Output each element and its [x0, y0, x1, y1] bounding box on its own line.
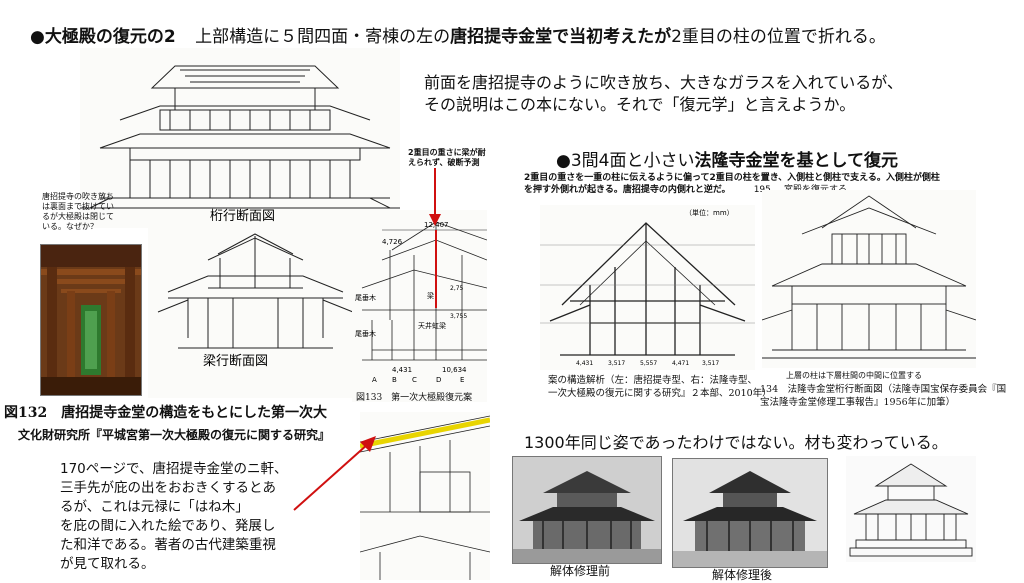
structural-analysis-drawing: （単位：mm） 4,431 3,517 5,557 4,471 3,517 [540, 208, 755, 367]
col-d: D [436, 376, 441, 384]
beam-note-line-1: 2重目の重さに梁が耐 [408, 148, 486, 157]
fig132-caption-2: 文化財研究所『平城宮第一次大極殿の復元に関する研究』 [18, 428, 331, 442]
fig134-subnote: 上層の柱は下層柱間の中間に位置する [786, 371, 922, 380]
right-note: 前面を唐招提寺のように吹き放ち、大きなガラスを入れているが、 その説明はこの本に… [424, 72, 903, 116]
left-bottom-note: 170ページで、唐招提寺金堂のニ軒、 三手先が庇の出をおおきくするとあ るが、こ… [60, 460, 287, 574]
horyuji-heading: ●3間4面と小さい法隆寺金堂を基として復元 [556, 146, 898, 171]
lbn-line-3: るが、これは元禄に「はね木」 [60, 499, 249, 515]
label-obi: 尾垂木 [355, 293, 376, 302]
dim-d4: 3,755 [450, 313, 467, 320]
title-plain-1: 上部構造に５間四面・寄棟の左の [195, 27, 451, 47]
horyuji-desc-line-2: を押す外側れが起きる。唐招提寺の内側れと逆だ。 [524, 185, 731, 195]
lbn-line-4: を庇の間に入れた絵であり、発展し [60, 518, 276, 534]
photo-note-line-2: は裏面まで抜けてい [42, 202, 114, 211]
fig133-drawing: 12,407 4,726 2,75 3,755 尾垂木 梁 天井虹梁 尾垂木 4… [355, 221, 487, 384]
caption-after: 解体修理後 [712, 568, 773, 582]
horyuji-illustration [846, 456, 976, 562]
fig134-caption-2: 宝法隆寺金堂修理工事報告』1956年に加筆） [760, 397, 956, 408]
lbn-line-1: 170ページで、唐招提寺金堂のニ軒、 [60, 461, 288, 477]
label-ketayuki: 桁行断面図 [210, 209, 275, 224]
dim-d2: 10,634 [442, 366, 467, 374]
lbn-line-2: 三手先が庇の出をおおきくするとあ [60, 480, 276, 496]
horyuji-heading-bold: 法隆寺金堂を基として復元 [694, 151, 898, 171]
label-obi2: 尾垂木 [355, 329, 376, 338]
col-c: C [412, 376, 417, 384]
horyuji-illustration-drawing [846, 456, 976, 562]
dim-top: 12,407 [424, 221, 449, 229]
photo-note-line-3: るが大極殿は閉じて [42, 212, 114, 221]
horyuji-bullet: ● [556, 151, 571, 171]
lbn-line-6: が見て取れる。 [60, 556, 155, 572]
col-a: A [372, 376, 377, 384]
title-plain-2: 2重目の柱の位置で折れる。 [671, 27, 886, 47]
photo-note-line-1: 唐招提寺の吹き放ち [42, 192, 114, 201]
ketayuki-section-figure: 桁行断面図 [80, 48, 400, 228]
rdim-2: 5,557 [640, 360, 657, 367]
unit-label: （単位：mm） [685, 208, 734, 217]
hariyuki-section-figure: 梁行断面図 [148, 228, 363, 398]
rdim-1: 3,517 [608, 360, 625, 367]
beam-note: 2重目の重さに梁が耐 えられず、破断予測 [408, 148, 486, 168]
photo-before-drawing [513, 457, 661, 563]
photo-after-drawing [673, 459, 827, 567]
structural-analysis-figure: （単位：mm） 4,431 3,517 5,557 4,471 3,517 [540, 205, 755, 370]
rdim-4: 3,517 [702, 360, 719, 367]
slide-title: ●大極殿の復元の2 上部構造に５間四面・寄棟の左の唐招提寺金堂で当初考えたが2重… [30, 22, 886, 47]
hariyuki-drawing: 梁行断面図 [157, 233, 354, 369]
photo-after-repair [672, 458, 828, 568]
photo-note-line-4: いる。なぜか？ [42, 222, 98, 231]
fig132-caption-1: 図132 唐招提寺金堂の構造をもとにした第一次大 [4, 405, 327, 421]
dim-d1: 4,431 [392, 366, 412, 374]
title-bold-2: 唐招提寺金堂で当初考えたが [450, 27, 672, 47]
corridor-photo-drawing [41, 245, 141, 395]
fig134-caption: 134 法隆寺金堂桁行断面図（法隆寺国宝保存委員会『国 宝法隆寺金堂修理工事報告… [760, 383, 1006, 409]
horyuji-section-drawing [762, 195, 976, 359]
horyuji-desc-line-1: 2重目の重さを一重の柱に伝えるように偏って2重目の柱を置き、入側柱と側柱で支える… [524, 173, 940, 183]
col-e: E [460, 376, 464, 384]
title-bold-1: 大極殿の復元の2 [44, 27, 176, 47]
right-note-line-1: 前面を唐招提寺のように吹き放ち、大きなガラスを入れているが、 [424, 73, 903, 92]
bottom-note: 1300年同じ姿であったわけではない。材も変わっている。 [524, 433, 948, 452]
horyuji-section-figure [762, 190, 976, 368]
fig-mid-caption-2: 一次大極殿の復元に関する研究』２本部、2010年） [548, 388, 772, 399]
ketayuki-drawing: 桁行断面図 [80, 65, 400, 224]
col-b: B [392, 376, 397, 384]
fig-mid-caption: 案の構造解析（左：唐招提寺型、右：法隆寺型、 一次大極殿の復元に関する研究』２本… [548, 374, 772, 400]
beam-note-arrow [429, 168, 441, 226]
beam-note-line-2: えられず、破断予測 [408, 158, 480, 167]
fig133-caption: 図133 第一次大極殿復元案 [356, 393, 473, 403]
title-bullet: ● [30, 27, 45, 47]
fig133-figure: 12,407 4,726 2,75 3,755 尾垂木 梁 天井虹梁 尾垂木 4… [352, 210, 487, 402]
right-note-line-2: その説明はこの本にない。それで「復元学」と言えようか。 [424, 95, 856, 114]
eave-arrow [293, 436, 376, 511]
rdim-0: 4,431 [576, 360, 593, 367]
horyuji-heading-plain: 3間4面と小さい [570, 151, 695, 171]
fig-mid-caption-1: 案の構造解析（左：唐招提寺型、右：法隆寺型、 [548, 375, 758, 386]
label-hari: 梁 [427, 291, 434, 300]
corridor-photo [40, 244, 142, 396]
caption-before: 解体修理前 [550, 564, 611, 578]
dim-left: 4,726 [382, 238, 403, 246]
photo-note: 唐招提寺の吹き放ち は裏面まで抜けてい るが大極殿は閉じて いる。なぜか？ [42, 192, 142, 232]
label-hariyuki: 梁行断面図 [203, 354, 268, 369]
photo-before-repair [512, 456, 662, 564]
eave-detail-figure [360, 412, 490, 580]
label-beam: 天井虹梁 [418, 321, 446, 330]
fig134-caption-1: 134 法隆寺金堂桁行断面図（法隆寺国宝保存委員会『国 [760, 384, 1007, 395]
rdim-3: 4,471 [672, 360, 689, 367]
eave-detail-drawing [360, 415, 490, 580]
dim-d3: 2,75 [450, 285, 464, 292]
lbn-line-5: た和洋である。著者の古代建築重視 [60, 537, 276, 553]
